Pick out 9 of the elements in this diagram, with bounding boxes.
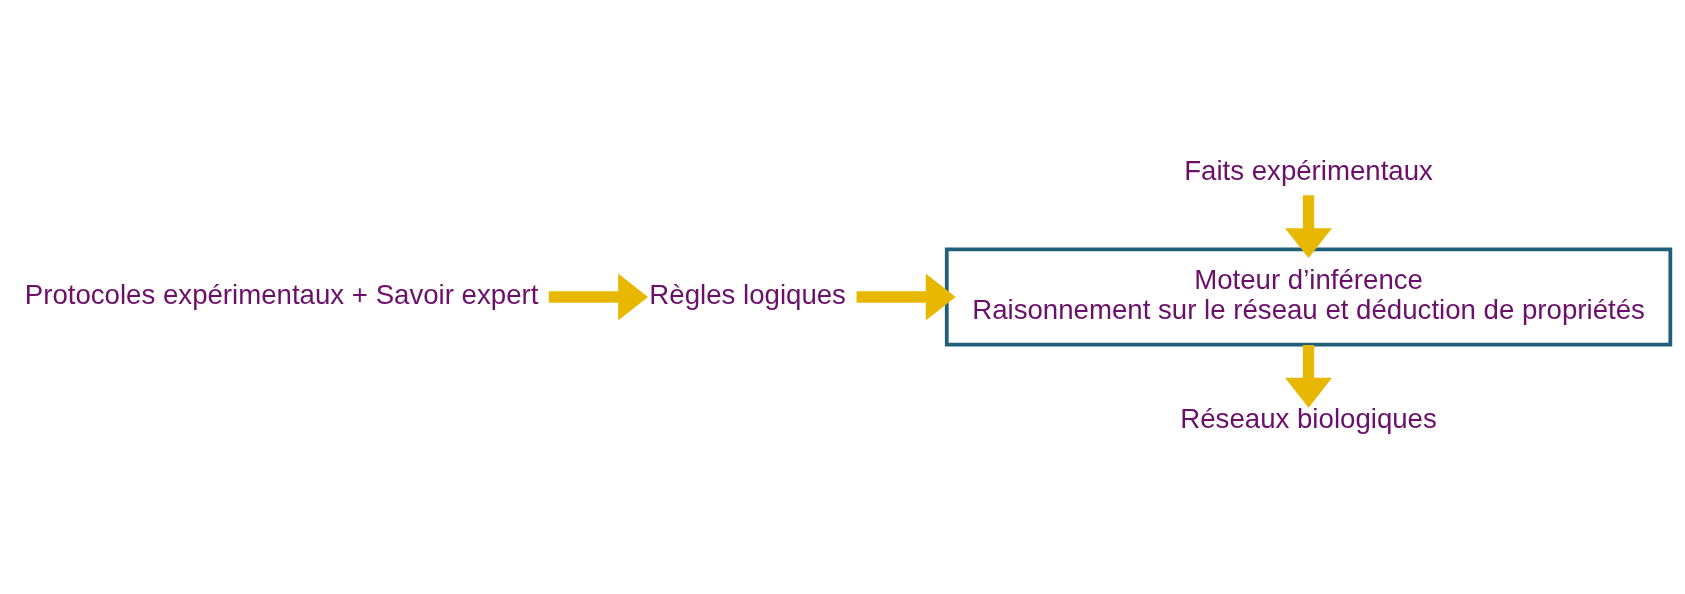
node-text: Protocoles expérimentaux + Savoir expert <box>24 279 539 311</box>
arrow <box>1285 345 1333 408</box>
arrow <box>548 273 649 321</box>
node-box: Moteur d’inférence Raisonnement sur le réseau et déduction de propriétés <box>944 247 1673 347</box>
node-text: Réseaux biologiques <box>1180 403 1437 435</box>
arrow <box>1285 195 1333 259</box>
node-text: Règles logiques <box>649 279 846 311</box>
node-text: Faits expérimentaux <box>1184 154 1433 186</box>
arrow <box>856 273 956 321</box>
